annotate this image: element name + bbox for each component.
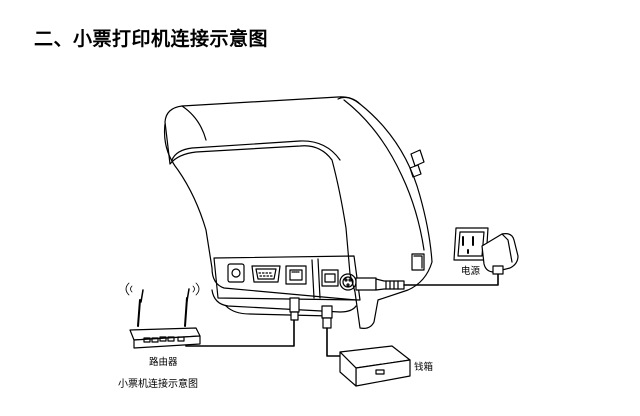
rj11-port-icon (321, 269, 339, 287)
power-port-icon (339, 273, 357, 291)
rear-ports (227, 263, 357, 291)
power-cable (355, 267, 499, 291)
network-cable (185, 297, 300, 347)
page-title: 二、小票打印机连接示意图 (34, 28, 269, 50)
power-adapter-icon (481, 233, 519, 275)
diagram-caption: 小票机连接示意图 (118, 379, 198, 390)
cash-drawer-icon (339, 345, 411, 387)
cash-drawer-label: 钱箱 (414, 362, 434, 373)
printer-icon (163, 96, 433, 329)
usb-port-icon (227, 263, 245, 283)
power-label: 电源 (461, 266, 481, 277)
cash-drawer-cable (321, 305, 345, 357)
router-icon (125, 282, 201, 349)
serial-port-icon (251, 265, 281, 283)
ethernet-port-icon (285, 265, 307, 285)
router-label: 路由器 (149, 357, 178, 368)
